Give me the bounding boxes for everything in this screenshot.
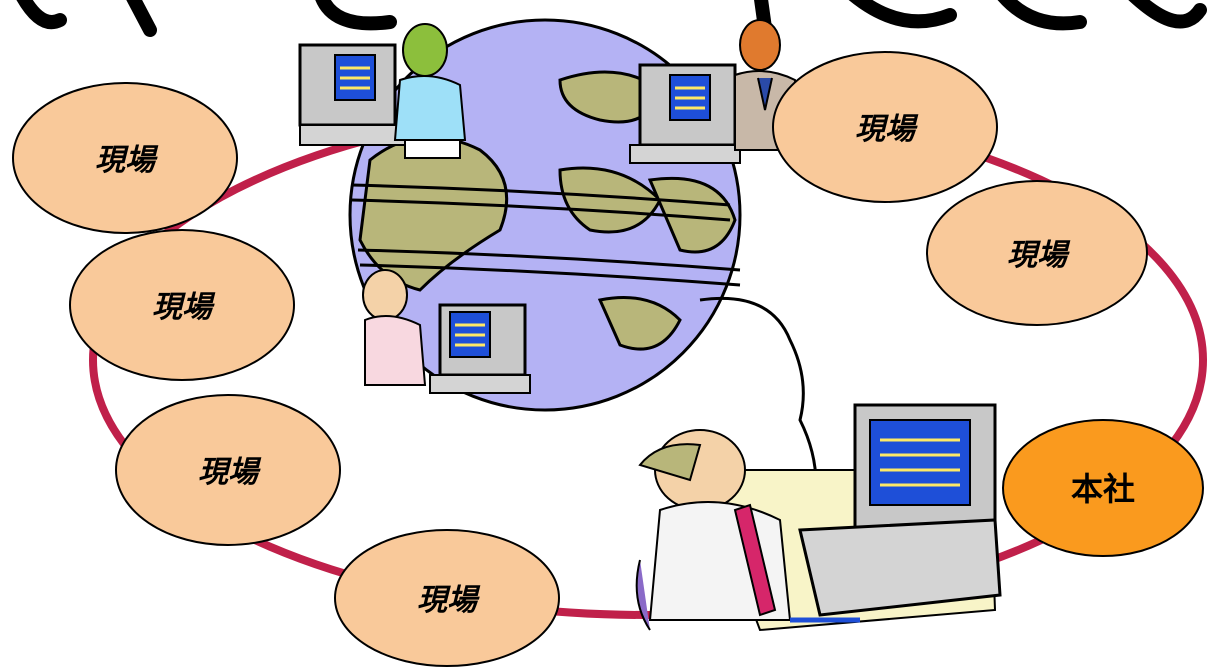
title-fragment — [16, 0, 1207, 37]
office-worker-icon — [629, 19, 802, 164]
office-worker-icon — [635, 403, 1002, 632]
site-label: 現場 — [152, 290, 216, 325]
computer-user-icon — [362, 269, 531, 394]
computer-user-icon — [298, 23, 467, 159]
site-label: 現場 — [95, 143, 159, 178]
site-node: 現場 — [926, 180, 1148, 326]
headquarters-node: 本社 — [1002, 419, 1204, 557]
site-node: 現場 — [334, 529, 560, 667]
site-node: 現場 — [772, 51, 998, 203]
site-label: 現場 — [417, 583, 481, 618]
headquarters-label: 本社 — [1071, 470, 1135, 508]
site-label: 現場 — [198, 455, 262, 490]
network-cable — [699, 296, 818, 501]
site-node: 現場 — [115, 394, 341, 546]
site-node: 現場 — [12, 82, 238, 234]
site-label: 現場 — [855, 112, 919, 147]
site-label: 現場 — [1007, 238, 1071, 273]
site-node: 現場 — [69, 229, 295, 381]
